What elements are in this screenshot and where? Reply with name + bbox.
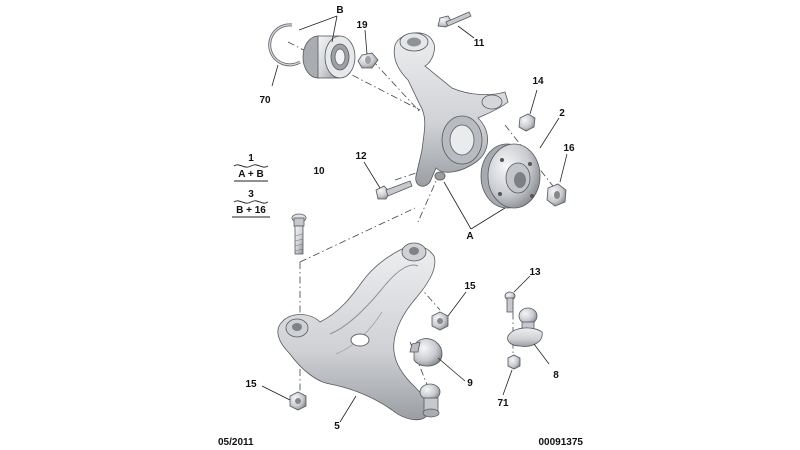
callout-5: 5 bbox=[334, 421, 340, 432]
bush-9-part bbox=[409, 338, 443, 367]
callout-11: 11 bbox=[474, 38, 485, 49]
callout-2: 2 bbox=[559, 108, 565, 119]
bolt-12-part bbox=[375, 180, 413, 200]
bolt-10-part bbox=[291, 213, 307, 255]
footer-code: 00091375 bbox=[539, 437, 584, 448]
callout-16: 16 bbox=[563, 143, 575, 154]
hub-nut-16-part bbox=[546, 183, 567, 207]
legend-formula-3: B + 16 bbox=[236, 205, 266, 216]
leader-lines bbox=[261, 15, 568, 423]
callout-15-right: 15 bbox=[464, 281, 476, 292]
callout-b: B bbox=[336, 5, 343, 16]
callout-13: 13 bbox=[529, 267, 541, 278]
footer: 05/2011 00091375 bbox=[218, 437, 583, 448]
nut-14-part bbox=[518, 113, 536, 132]
callout-19: 19 bbox=[356, 20, 368, 31]
callout-12: 12 bbox=[355, 151, 367, 162]
nut-15-left-part bbox=[289, 391, 307, 411]
callout-71: 71 bbox=[497, 398, 509, 409]
nut-19-part bbox=[357, 52, 379, 69]
legend-tilde-1 bbox=[233, 164, 269, 168]
circlip-part bbox=[268, 23, 301, 67]
bolt-11-part bbox=[437, 11, 472, 28]
callout-labels: B 19 11 70 14 2 16 12 10 A 13 15 8 9 71 … bbox=[245, 5, 575, 432]
nut-71-part bbox=[507, 354, 521, 370]
wheel-bearing-part bbox=[302, 35, 356, 79]
footer-date: 05/2011 bbox=[218, 437, 254, 448]
legend-tilde-3 bbox=[233, 200, 269, 204]
callout-a: A bbox=[466, 231, 473, 242]
arm-ball-joint-part bbox=[419, 383, 441, 418]
nut-15-right-part bbox=[431, 311, 449, 331]
callout-10: 10 bbox=[313, 166, 325, 177]
ball-joint-8-part bbox=[507, 307, 543, 347]
legend-ref-3: 3 bbox=[248, 189, 254, 200]
legend-formula-1: A + B bbox=[238, 169, 263, 180]
steering-knuckle-part bbox=[393, 32, 509, 187]
legend-ref-1: 1 bbox=[248, 153, 254, 164]
lower-control-arm-part bbox=[277, 242, 436, 421]
callout-15-left: 15 bbox=[245, 379, 257, 390]
callout-9: 9 bbox=[467, 378, 473, 389]
legend: 1 A + B 3 B + 16 bbox=[232, 153, 270, 218]
callout-14: 14 bbox=[532, 76, 544, 87]
callout-8: 8 bbox=[553, 370, 559, 381]
callout-70: 70 bbox=[259, 95, 271, 106]
bolt-13-part bbox=[504, 291, 516, 313]
wheel-hub-part bbox=[480, 143, 541, 209]
